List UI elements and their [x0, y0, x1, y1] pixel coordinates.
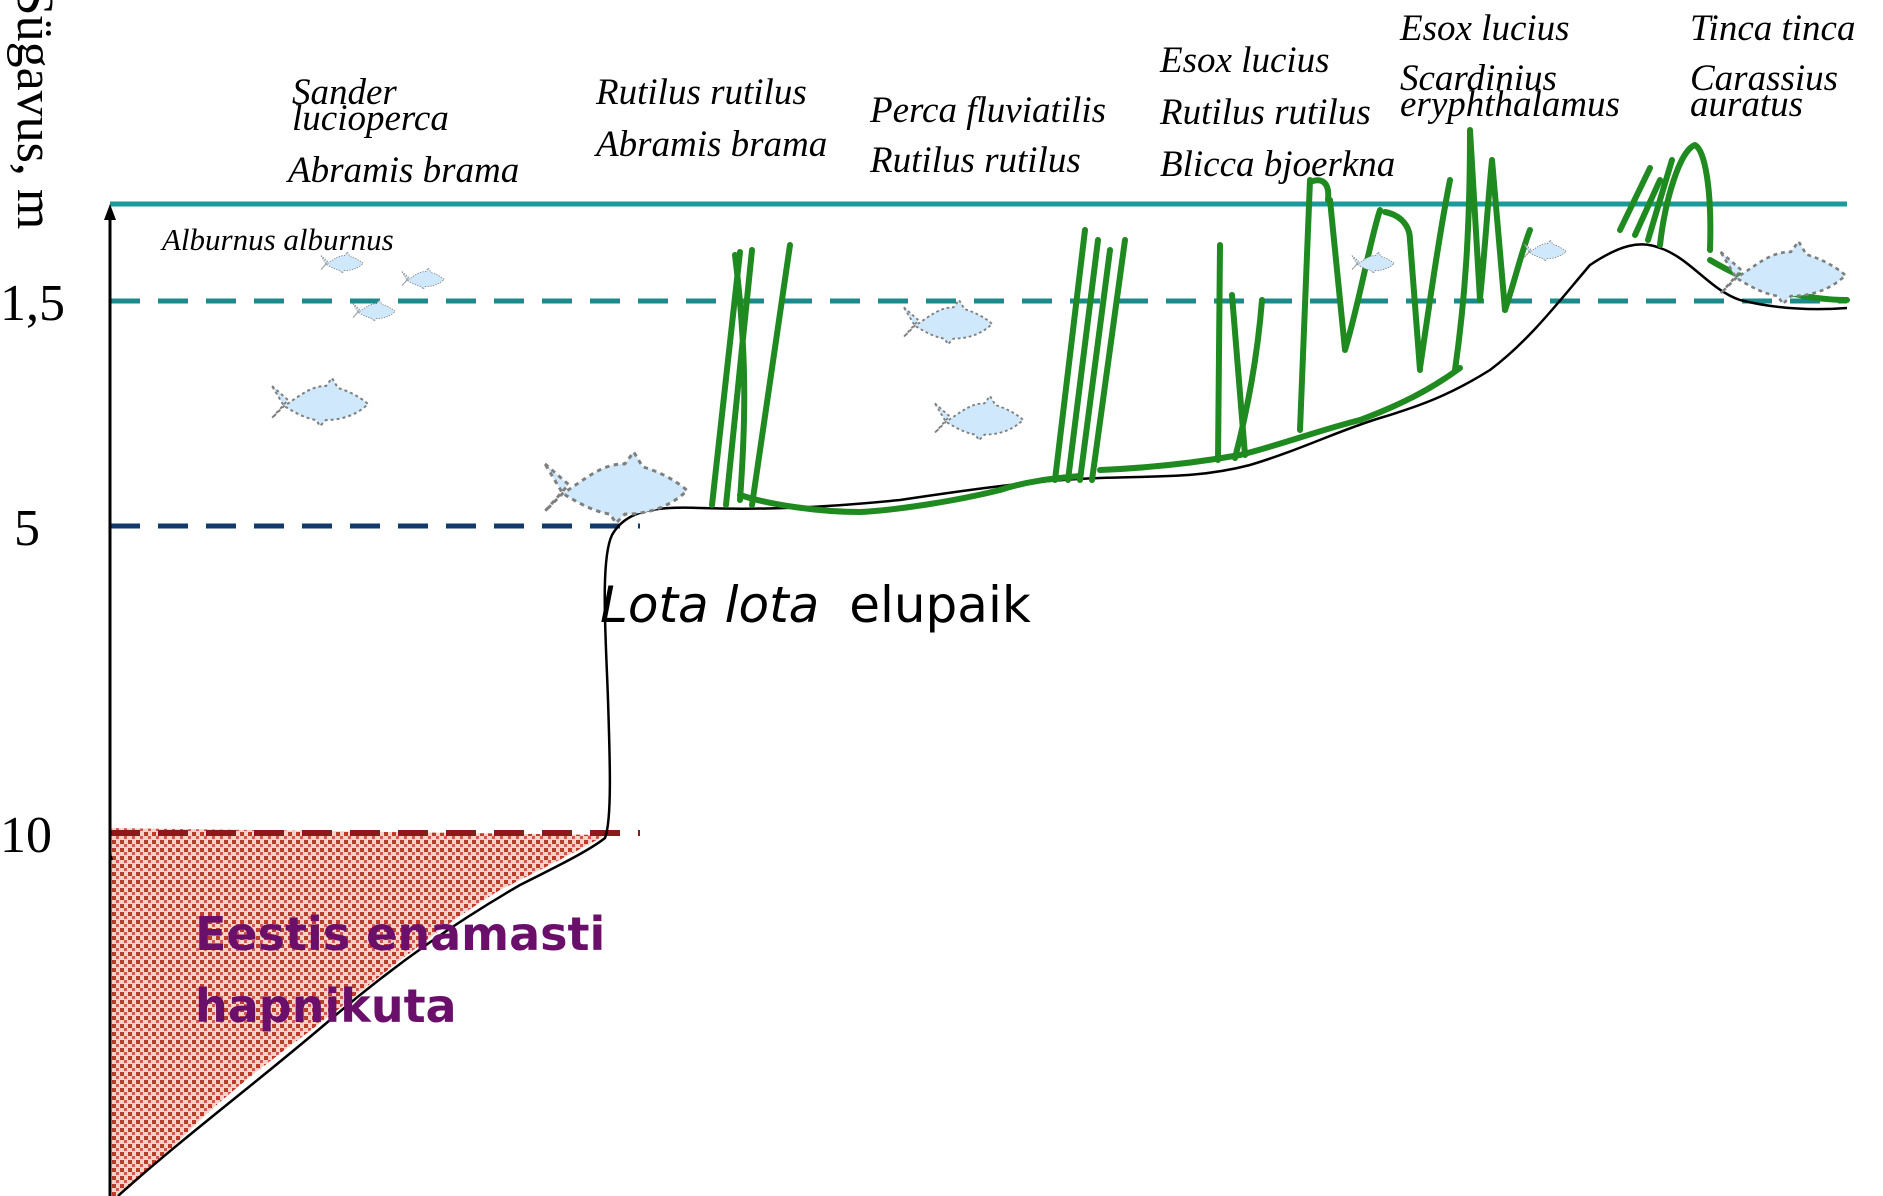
species-label: Tinca tinca [1690, 8, 1855, 49]
habitat-species: Lota lota [600, 576, 819, 634]
species-label: Esox lucius [1399, 8, 1570, 49]
tick-label-1-5: 1,5 [0, 275, 65, 332]
species-group-shelf: Perca fluviatilis Rutilus rutilus [869, 90, 1106, 181]
fish-icon [1351, 252, 1395, 274]
lake-bottom-profile [117, 243, 1848, 1196]
fish-icon [1523, 240, 1567, 262]
fish-icon [401, 268, 445, 290]
species-group-surface: Alburnus alburnus [160, 222, 394, 257]
fish-icon [543, 450, 689, 525]
zone-note-line-2: hapnikuta [195, 979, 457, 1033]
anoxic-zone [110, 828, 605, 1196]
species-label: Rutilus rutilus [869, 140, 1081, 181]
species-label: Rutilus rutilus [1159, 92, 1371, 133]
species-label: Carassius [1690, 58, 1838, 99]
species-label: Abramis brama [593, 124, 827, 165]
zone-note-line-1: Eestis enamasti [195, 907, 605, 961]
species-label: Perca fluviatilis [869, 90, 1106, 131]
habitat-word: elupaik [849, 576, 1031, 634]
species-group-reed-edge: Esox lucius Rutilus rutilus Blicca bjoer… [1159, 40, 1395, 185]
reed-vegetation [709, 127, 1850, 515]
species-label: Sander [292, 72, 397, 113]
species-label: Esox lucius [1159, 40, 1330, 81]
tick-label-10: 10 [0, 807, 52, 864]
species-label: lucioperca [292, 98, 449, 139]
species-group-upper-slope: Rutilus rutilus Abramis brama [593, 72, 827, 165]
species-group-shore: Tinca tinca Carassius auratus [1690, 8, 1855, 125]
axis-arrow-head [104, 204, 116, 220]
fish-icon [902, 300, 994, 346]
species-group-dense-reeds: Esox lucius Scardinius eryphthalamus [1399, 8, 1620, 125]
fish-icon [933, 396, 1025, 442]
species-label: Blicca bjoerkna [1160, 144, 1395, 185]
species-label: Rutilus rutilus [595, 72, 807, 113]
fish-icon [270, 376, 370, 428]
species-label: Alburnus alburnus [160, 222, 394, 257]
species-label: Scardinius [1400, 58, 1557, 99]
species-label: Abramis brama [285, 150, 519, 191]
species-group-deep: Sander lucioperca Abramis brama [285, 72, 519, 191]
axis-title: Sügavus, m [6, 0, 63, 229]
species-label: eryphthalamus [1400, 84, 1620, 125]
lake-bottom-left-edge [109, 827, 113, 861]
species-label: auratus [1690, 84, 1803, 125]
habitat-label: Lota lota elupaik [600, 576, 1031, 634]
tick-label-5: 5 [14, 500, 40, 557]
